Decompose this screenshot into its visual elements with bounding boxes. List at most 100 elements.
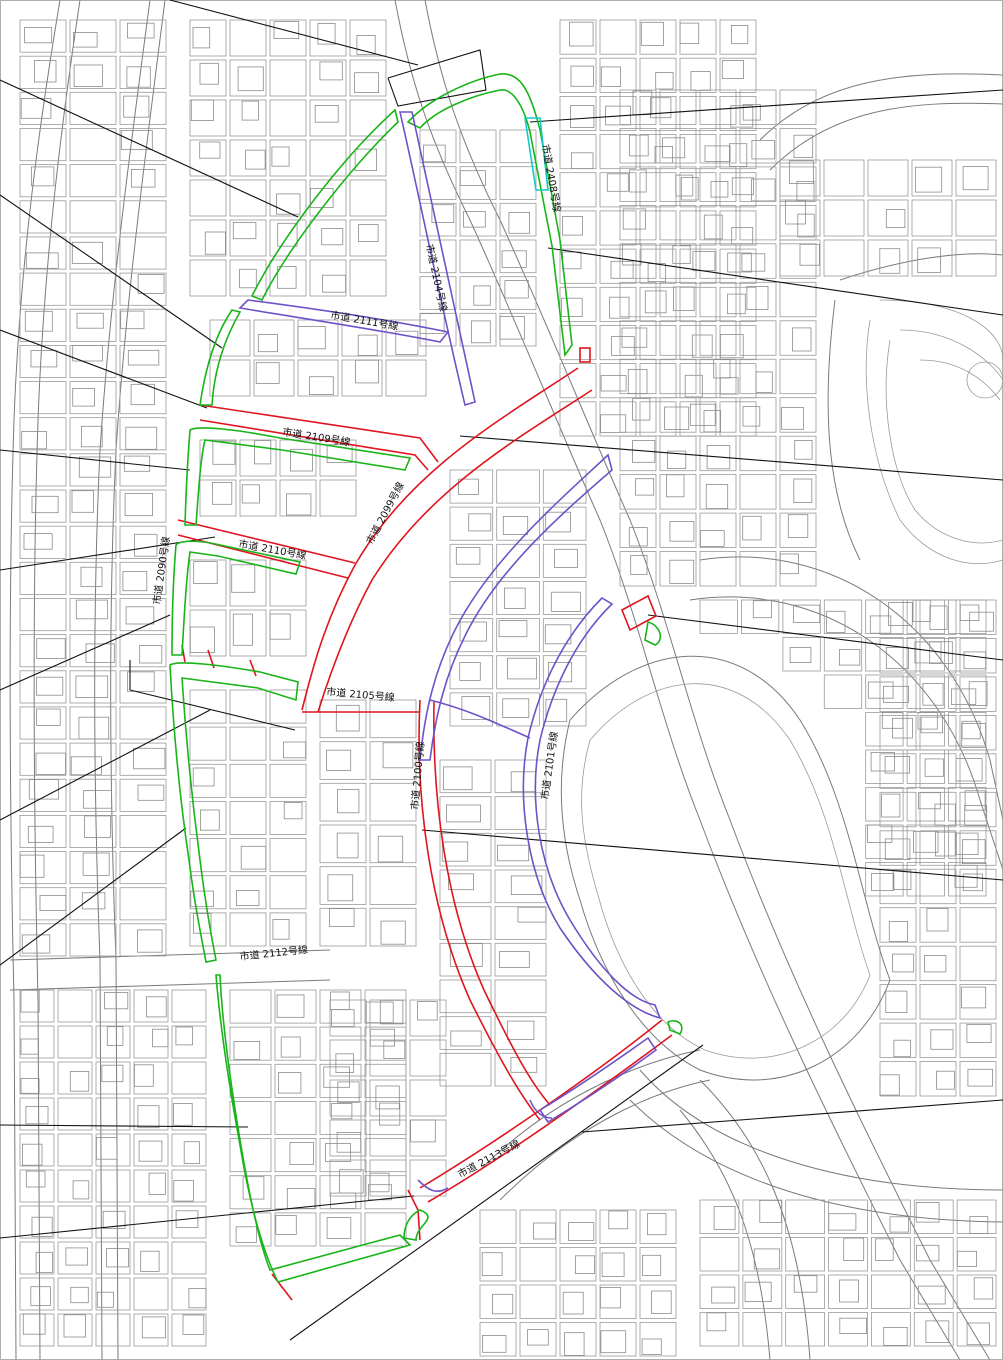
parcel-outline <box>57 1313 93 1347</box>
parcel-outline <box>459 202 497 237</box>
parcel-outline <box>274 1212 317 1247</box>
parcel-outline <box>785 1237 826 1272</box>
building-footprint <box>917 1285 946 1305</box>
building-footprint <box>704 145 731 162</box>
parcel-outline <box>133 1313 169 1347</box>
building-footprint <box>608 1210 629 1230</box>
building-footprint <box>80 566 103 587</box>
parcel-outline <box>865 674 904 709</box>
building-footprint <box>571 152 594 170</box>
parcel-outline <box>639 1322 677 1357</box>
parcel-outline <box>171 1025 207 1059</box>
parcel-outline <box>319 1212 362 1247</box>
parcel-outline <box>95 1241 131 1275</box>
building-footprint <box>669 559 695 584</box>
parcel-outline <box>409 1159 447 1197</box>
building-footprint <box>622 208 646 230</box>
parcel-outline <box>639 401 677 437</box>
building-footprint <box>137 274 165 294</box>
building-footprint <box>879 248 901 274</box>
parcel-outline <box>119 381 167 415</box>
building-footprint <box>888 602 913 626</box>
parcel-outline <box>119 272 167 306</box>
building-footprint <box>255 362 280 384</box>
parcel-outline <box>699 166 737 202</box>
parcel-outline <box>948 824 987 859</box>
parcel-outline <box>499 166 537 200</box>
building-footprint <box>36 638 66 659</box>
parcel-outline <box>659 320 697 356</box>
parcel-outline <box>341 359 383 397</box>
parcel-outline <box>739 204 777 241</box>
building-footprint <box>231 564 256 593</box>
parcel-outline <box>269 59 307 97</box>
building-footprint <box>275 1215 297 1235</box>
building-footprint <box>329 991 350 1011</box>
building-footprint <box>75 599 108 620</box>
parcel-outline <box>19 742 67 776</box>
building-footprint <box>239 268 257 289</box>
parcel-outline <box>119 236 167 270</box>
building-footprint <box>629 169 647 193</box>
building-footprint <box>148 1172 166 1195</box>
building-footprint <box>839 649 861 666</box>
parcel-outline <box>95 1061 131 1095</box>
parcel-outline <box>542 692 587 727</box>
parcel-outline <box>599 1209 637 1244</box>
parcel-outline <box>229 875 267 910</box>
parcel-outline <box>542 581 587 615</box>
parcel-outline <box>57 1205 93 1239</box>
building-footprint <box>914 641 942 664</box>
parcel-outline <box>364 1138 407 1173</box>
parcel-outline <box>459 129 497 164</box>
building-footprint <box>75 675 109 699</box>
building-footprint <box>139 645 163 664</box>
building-footprint <box>65 1247 89 1266</box>
parcel-outline <box>742 1274 783 1309</box>
parcel-outline <box>639 96 677 132</box>
parcel-outline <box>369 1159 407 1197</box>
building-footprint <box>473 285 491 306</box>
parcel-outline <box>719 210 757 246</box>
building-footprint <box>498 620 528 638</box>
parcel-outline <box>719 286 757 322</box>
parcel-outline <box>119 19 167 53</box>
parcel-outline <box>229 689 267 724</box>
parcel-outline <box>229 912 267 947</box>
parcel-outline <box>559 210 597 246</box>
parcel-outline <box>69 272 117 306</box>
parcel-outline <box>739 358 777 395</box>
parcel-outline <box>879 715 917 751</box>
building-footprint <box>123 455 151 472</box>
parcel-outline <box>349 179 387 217</box>
building-footprint <box>912 599 931 623</box>
parcel-outline <box>519 1322 557 1357</box>
building-footprint <box>915 166 943 193</box>
building-footprint <box>133 747 166 770</box>
parcel-outline <box>189 259 227 297</box>
parcel-outline <box>189 179 227 217</box>
building-footprint <box>606 173 629 192</box>
building-footprint <box>793 1275 818 1293</box>
parcel-outline <box>919 715 957 751</box>
building-footprint <box>892 717 913 739</box>
building-footprint <box>182 1314 205 1335</box>
building-footprint <box>705 484 729 510</box>
parcel-outline <box>911 199 953 237</box>
parcel-outline <box>269 259 307 297</box>
parcel-outline <box>659 435 697 472</box>
building-footprint <box>39 895 67 912</box>
parcel-outline <box>119 308 167 342</box>
building-footprint <box>273 21 300 40</box>
building-footprint <box>481 1335 507 1353</box>
parcel-outline <box>119 634 167 668</box>
building-footprint <box>190 99 214 122</box>
parcel-outline <box>879 1022 917 1058</box>
parcel-outline <box>959 791 997 828</box>
parcel-outline <box>319 866 367 905</box>
building-footprint <box>199 62 219 85</box>
building-footprint <box>609 296 630 319</box>
building-footprint <box>510 1057 538 1073</box>
parcel-outline <box>919 945 957 982</box>
building-footprint <box>746 285 769 310</box>
